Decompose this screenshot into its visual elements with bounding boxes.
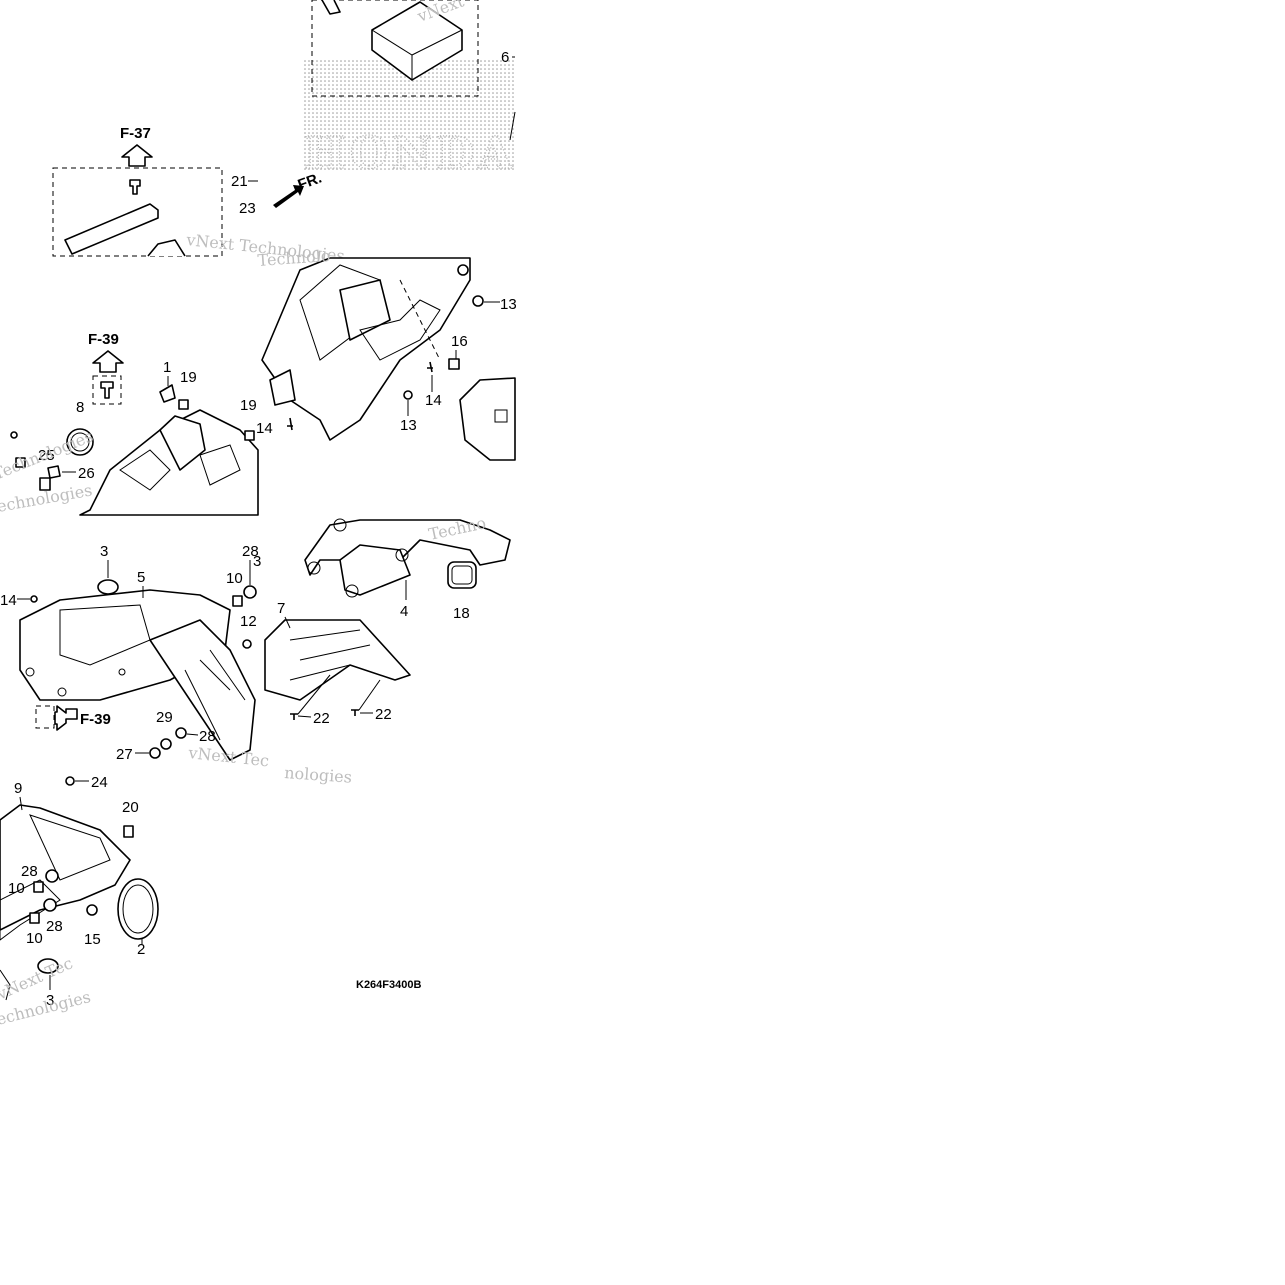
reference-f37: F-37 (120, 125, 151, 142)
callout-29: 29 (156, 709, 173, 726)
callout-16: 16 (451, 333, 468, 350)
bolt-13 (472, 295, 484, 307)
callout-3: 3 (100, 543, 108, 560)
callout-26: 26 (78, 465, 95, 482)
callout-20: 20 (122, 799, 139, 816)
callout-15: 15 (84, 931, 101, 948)
collar-10 (232, 595, 243, 607)
panel-middle-right: 13 16 14 13 19 14 Technolo (240, 246, 517, 461)
callout-8: 8 (76, 399, 84, 416)
grommet-3 (37, 958, 59, 974)
callout-14: 14 (0, 592, 17, 609)
battery-strap-end (321, 0, 341, 15)
reference-arrow-up-icon (121, 144, 153, 167)
group-box-toolkit (52, 167, 223, 257)
callout-28: 28 (199, 728, 216, 745)
nut-27 (149, 747, 161, 759)
nut-15 (86, 904, 98, 916)
reference-f39-upper: F-39 (88, 331, 119, 348)
callout-18: 18 (453, 605, 470, 622)
reflector-mount-18 (447, 561, 477, 589)
panel-top-left: F-37 21 23 vNext Technologies (52, 125, 346, 266)
collar-20 (123, 825, 134, 838)
panel-top-right: HONDA 6 FR. vNext (273, 0, 516, 208)
callout-23: 23 (239, 200, 256, 217)
callout-13: 13 (400, 417, 417, 434)
front-direction-arrow-icon (273, 185, 304, 208)
rear-frame-cover (79, 409, 259, 516)
callout-4: 4 (400, 603, 408, 620)
callout-2: 2 (137, 941, 145, 958)
tool-strap (64, 203, 159, 255)
callout-28: 28 (242, 543, 259, 560)
inner-fender (261, 257, 471, 441)
callout-28: 28 (21, 863, 38, 880)
diagram-code: K264F3400B (356, 979, 421, 991)
grab-rail-4 (304, 519, 511, 576)
callout-22: 22 (375, 706, 392, 723)
brand-watermark: HONDA (304, 128, 516, 179)
panel-lower-right: 4 18 7 22 22 nologies Techno (264, 513, 511, 787)
callout-5: 5 (137, 569, 145, 586)
reference-arrow-right-icon (54, 705, 78, 731)
callout-13: 13 (500, 296, 517, 313)
panel-bottom: 24 9 20 2 15 10 28 10 28 3 vNext Tec ech… (0, 774, 159, 1029)
bolt-icon (100, 381, 114, 399)
callout-14: 14 (256, 420, 273, 437)
reference-f39-lower: F-39 (80, 711, 111, 728)
tool-bag-edge (147, 239, 186, 257)
nut-19 (178, 399, 189, 410)
clip-16 (448, 358, 460, 370)
watermark-text: vNext Tec (187, 743, 270, 770)
callout-27: 27 (116, 746, 133, 763)
washer-29 (160, 738, 172, 750)
reference-arrow-up-icon (92, 350, 124, 373)
callout-12: 12 (240, 613, 257, 630)
license-bracket-9 (0, 804, 131, 931)
callout-21: 21 (231, 173, 248, 190)
callout-25: 25 (38, 447, 55, 464)
callout-19: 19 (180, 369, 197, 386)
callout-7: 7 (277, 600, 285, 617)
callout-6: 6 (501, 49, 509, 66)
battery-box (371, 1, 463, 81)
callout-28: 28 (46, 918, 63, 935)
tray-cover (459, 377, 516, 461)
grommet-3 (97, 579, 119, 595)
reflector-2 (117, 878, 159, 940)
clip-1 (159, 384, 176, 403)
watermark-text: nologies (284, 763, 353, 787)
callout-10: 10 (26, 930, 43, 947)
callout-24: 24 (91, 774, 108, 791)
group-box-battery (311, 0, 479, 97)
callout-3: 3 (253, 553, 261, 570)
panel-middle-left: F-39 8 1 19 25 26 Technologies echnologi… (0, 331, 259, 516)
callout-14: 14 (425, 392, 442, 409)
callout-9: 9 (14, 780, 22, 797)
callout-19: 19 (240, 397, 257, 414)
bolt-icon (129, 179, 141, 195)
callout-10: 10 (8, 880, 25, 897)
panel-lower-left: 3 5 14 10 28 3 12 F-39 29 28 27 vNext Te… (0, 543, 270, 770)
callout-3: 3 (46, 992, 54, 1009)
splash-guard-7 (264, 619, 411, 701)
callout-22: 22 (313, 710, 330, 727)
callout-10: 10 (226, 570, 243, 587)
callout-1: 1 (163, 359, 171, 376)
